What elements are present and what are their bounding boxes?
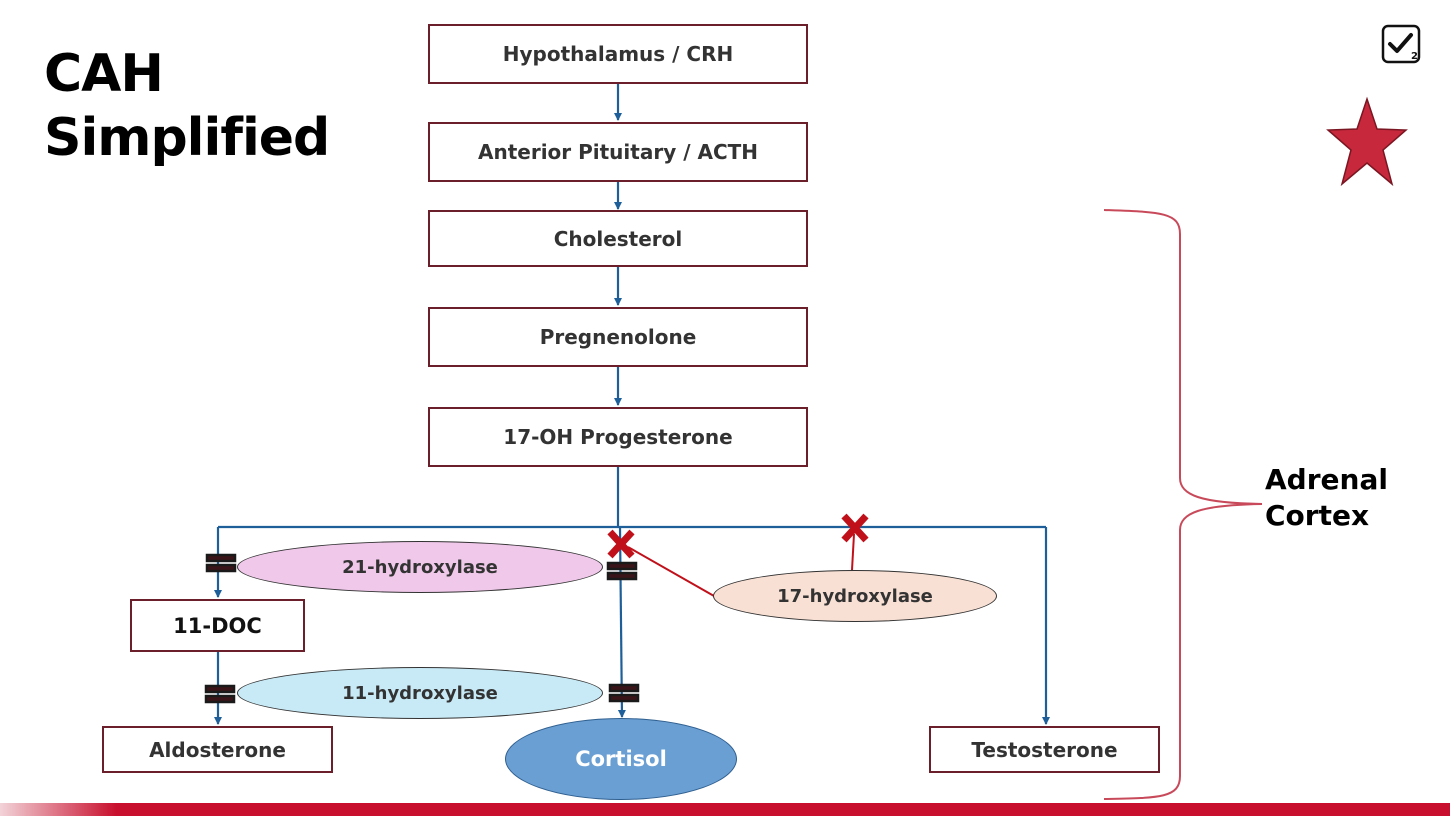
block-11-right (608, 683, 640, 703)
svg-text:2: 2 (1411, 51, 1418, 62)
block-x-cortisol-path (607, 529, 635, 559)
adrenal-label-line-1: Adrenal (1265, 463, 1388, 496)
bottom-accent-bar (0, 803, 1450, 816)
box-11-doc: 11-DOC (130, 599, 305, 652)
title-line-2: Simplified (44, 108, 330, 168)
enzyme-11-hydroxylase: 11-hydroxylase (237, 667, 603, 719)
e17-link-right (851, 533, 855, 571)
adrenal-cortex-bracket (1103, 209, 1263, 800)
box-testosterone: Testosterone (929, 726, 1160, 773)
star-icon (1326, 96, 1408, 187)
box-pregnenolone: Pregnenolone (428, 307, 808, 367)
box-cholesterol: Cholesterol (428, 210, 808, 267)
adrenal-label-line-2: Cortex (1265, 499, 1370, 532)
enzyme-21-hydroxylase: 21-hydroxylase (237, 541, 603, 593)
block-x-testosterone-path (841, 513, 869, 543)
box-anterior-pituitary: Anterior Pituitary / ACTH (428, 122, 808, 182)
adrenal-cortex-label: Adrenal Cortex (1265, 462, 1388, 534)
block-11-left (204, 684, 236, 704)
block-21-right (606, 561, 638, 581)
page-title: CAH Simplified (44, 42, 330, 170)
box-hypothalamus: Hypothalamus / CRH (428, 24, 808, 84)
title-line-1: CAH (44, 44, 164, 104)
e17-link-left (627, 546, 715, 597)
checkbox-icon[interactable]: 2 (1381, 24, 1421, 64)
enzyme-17-hydroxylase: 17-hydroxylase (713, 570, 997, 622)
cortisol-node: Cortisol (505, 718, 737, 800)
box-aldosterone: Aldosterone (102, 726, 333, 773)
box-17-oh-progesterone: 17-OH Progesterone (428, 407, 808, 467)
block-21-left (205, 553, 237, 573)
